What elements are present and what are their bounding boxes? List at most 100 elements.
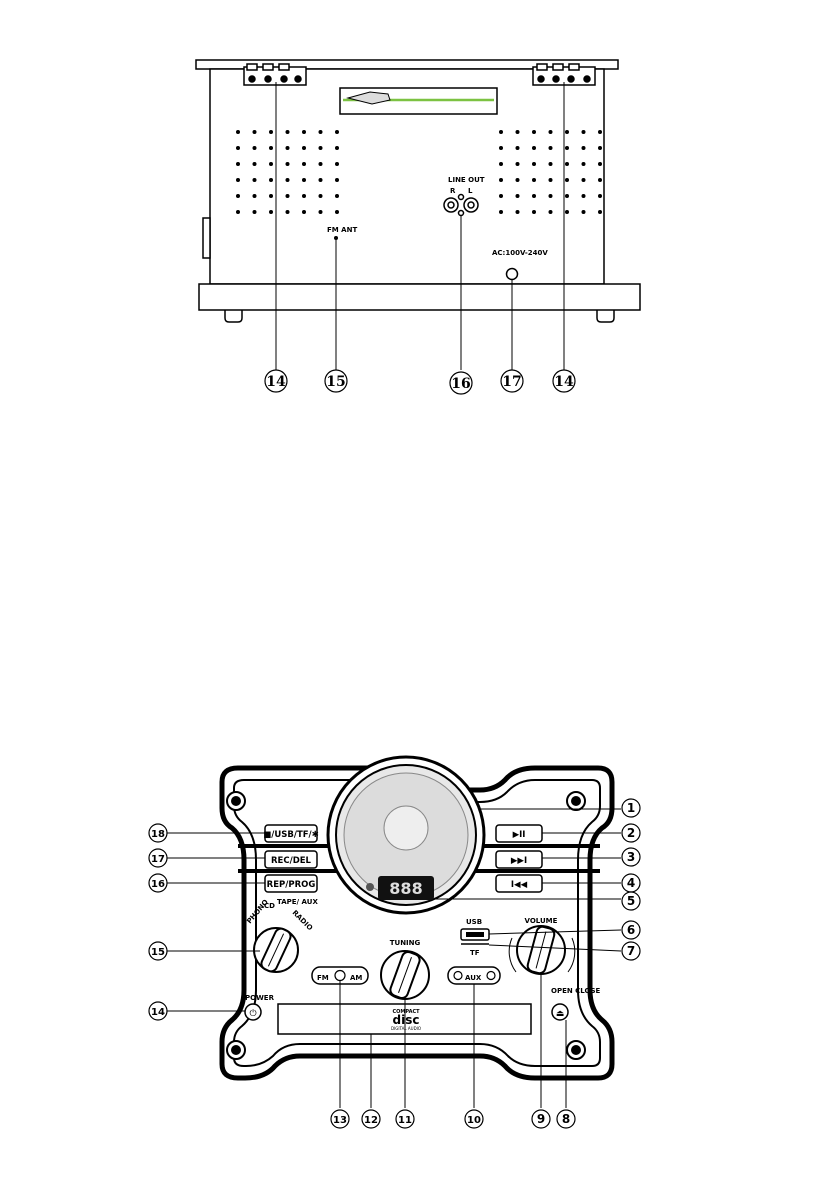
grill-hole (286, 194, 290, 198)
grill-hole (516, 162, 520, 166)
prev-label: I◀◀ (511, 880, 528, 890)
grill-hole (582, 162, 586, 166)
rear-base (199, 284, 640, 310)
grill-hole (532, 162, 536, 166)
grill-hole (532, 210, 536, 214)
grill-hole (286, 178, 290, 182)
grill-hole (319, 146, 323, 150)
rear-side-knob (203, 218, 210, 258)
usb-tf-bt-label: ■/USB/TF/✱ (263, 830, 319, 840)
fm-ant-jack (334, 236, 338, 240)
grill-hole (499, 194, 503, 198)
callout-7: 7 (627, 944, 635, 958)
hinge-right (533, 64, 595, 85)
grill-hole (565, 162, 569, 166)
callout-1: 1 (627, 801, 635, 815)
grill-hole (582, 130, 586, 134)
grill-hole (302, 210, 306, 214)
function-knob[interactable] (254, 927, 298, 974)
callout-3: 3 (627, 850, 635, 864)
rear-callouts (265, 370, 575, 394)
grill-hole (499, 130, 503, 134)
grill-hole (499, 210, 503, 214)
rear-callout-14b: 14 (554, 374, 574, 390)
tape-aux-label: TAPE/ AUX (277, 898, 318, 906)
grill-hole (516, 194, 520, 198)
fm-label: FM (317, 974, 329, 982)
grill-hole (302, 178, 306, 182)
callout-18: 18 (151, 829, 165, 840)
grill-hole (335, 210, 339, 214)
line-out-r-label: R (450, 187, 456, 195)
grill-hole (499, 146, 503, 150)
grill-hole (598, 194, 602, 198)
grill-hole (532, 146, 536, 150)
grill-hole (549, 178, 553, 182)
grill-hole (598, 130, 602, 134)
callout-8: 8 (562, 1112, 570, 1126)
grill-hole (335, 146, 339, 150)
fm-ant-label: FM ANT (327, 226, 357, 234)
grill-hole (335, 194, 339, 198)
rear-callout-14a: 14 (266, 374, 286, 390)
callout-16: 16 (151, 879, 165, 890)
grill-hole (319, 162, 323, 166)
callout-2: 2 (627, 826, 635, 840)
grill-hole (565, 130, 569, 134)
grill-hole (598, 162, 602, 166)
grill-hole (302, 194, 306, 198)
open-close-label: OPEN CLOSE (551, 987, 600, 995)
left-buttons: ■/USB/TF/✱ REC/DEL REP/PROG (263, 825, 319, 892)
grill-hole (549, 194, 553, 198)
grill-hole (236, 194, 240, 198)
front-panel: 888 ■/USB/TF/✱ REC/DEL REP/PROG ▶II ▶▶I … (222, 757, 612, 1078)
tuning-knob[interactable] (381, 950, 429, 999)
callout-10: 10 (467, 1115, 481, 1126)
grill-hole (302, 162, 306, 166)
grill-hole (549, 146, 553, 150)
callout-9: 9 (537, 1112, 545, 1126)
callout-12: 12 (364, 1115, 378, 1126)
tf-label: TF (470, 949, 480, 957)
tuning-label: TUNING (390, 939, 421, 947)
volume-label: VOLUME (525, 917, 558, 925)
grill-hole (319, 194, 323, 198)
grill-hole (269, 162, 273, 166)
grill-hole (236, 162, 240, 166)
grill-hole (565, 178, 569, 182)
line-out-l-label: L (468, 187, 473, 195)
grill-hole (269, 178, 273, 182)
line-out-label: LINE OUT (448, 176, 485, 184)
grill-hole (253, 178, 257, 182)
play-pause-label: ▶II (513, 830, 526, 840)
aux-label: AUX (465, 974, 482, 982)
grill-hole (253, 210, 257, 214)
rear-callout-15: 15 (326, 374, 345, 390)
callout-5: 5 (627, 894, 635, 908)
next-label: ▶▶I (511, 856, 527, 866)
grill-hole (582, 210, 586, 214)
grill-hole (302, 146, 306, 150)
ac-jack (507, 269, 518, 280)
grill-hole (269, 194, 273, 198)
grill-hole (286, 146, 290, 150)
grill-hole (335, 130, 339, 134)
display-digits: 888 (389, 879, 422, 898)
grill-hole (516, 146, 520, 150)
grill-hole (253, 130, 257, 134)
grill-hole (236, 178, 240, 182)
grill-hole (549, 210, 553, 214)
grill-hole (286, 130, 290, 134)
right-buttons: ▶II ▶▶I I◀◀ (496, 825, 542, 892)
grill-hole (516, 130, 520, 134)
grill-hole (549, 162, 553, 166)
rear-foot-right (597, 310, 614, 322)
grill-hole (499, 162, 503, 166)
rear-callout-17: 17 (502, 374, 521, 390)
grill-hole (236, 210, 240, 214)
grill-hole (269, 130, 273, 134)
grill-hole (598, 210, 602, 214)
grill-hole (253, 146, 257, 150)
grill-hole (253, 162, 257, 166)
disc-logo: disc (393, 1013, 420, 1027)
